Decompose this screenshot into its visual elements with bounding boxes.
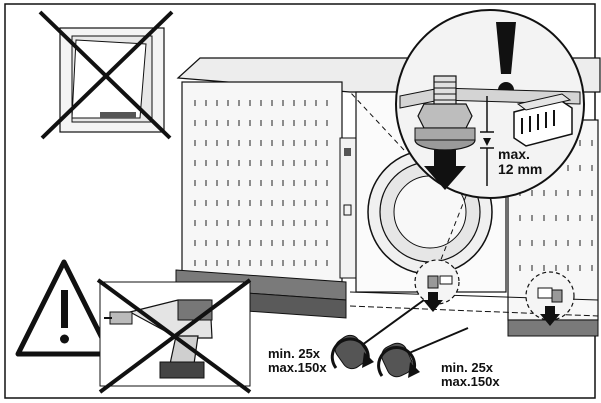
adjustable-foot-icon: [414, 75, 476, 190]
turns-left-line1: min. 25x: [268, 346, 321, 361]
turns-left-line2: max.150x: [268, 360, 327, 376]
no-door-panel-icon: [38, 10, 174, 140]
turns-right-line2: max.150x: [441, 374, 500, 390]
screwdriver-icon: [334, 299, 469, 378]
perforation-pattern-left: [194, 100, 328, 266]
height-note-line2: 12 mm: [498, 161, 543, 178]
warning-triangle-icon: [15, 259, 113, 357]
turns-left-label: min. 25x max.150x: [268, 346, 327, 376]
foot-detail-left: [414, 259, 460, 312]
turns-right-line1: min. 25x: [441, 360, 494, 375]
turns-right-label: min. 25x max.150x: [441, 360, 500, 390]
foot-clip-icon: [513, 93, 573, 147]
rotate-arrow-icon: [330, 337, 420, 378]
foot-detail-right: [525, 271, 575, 326]
height-note-line1: max.: [498, 146, 530, 162]
foot-detail-magnifier: [395, 9, 585, 199]
no-power-drill-icon: [96, 278, 252, 394]
height-note-label: max. 12 mm: [498, 146, 543, 178]
